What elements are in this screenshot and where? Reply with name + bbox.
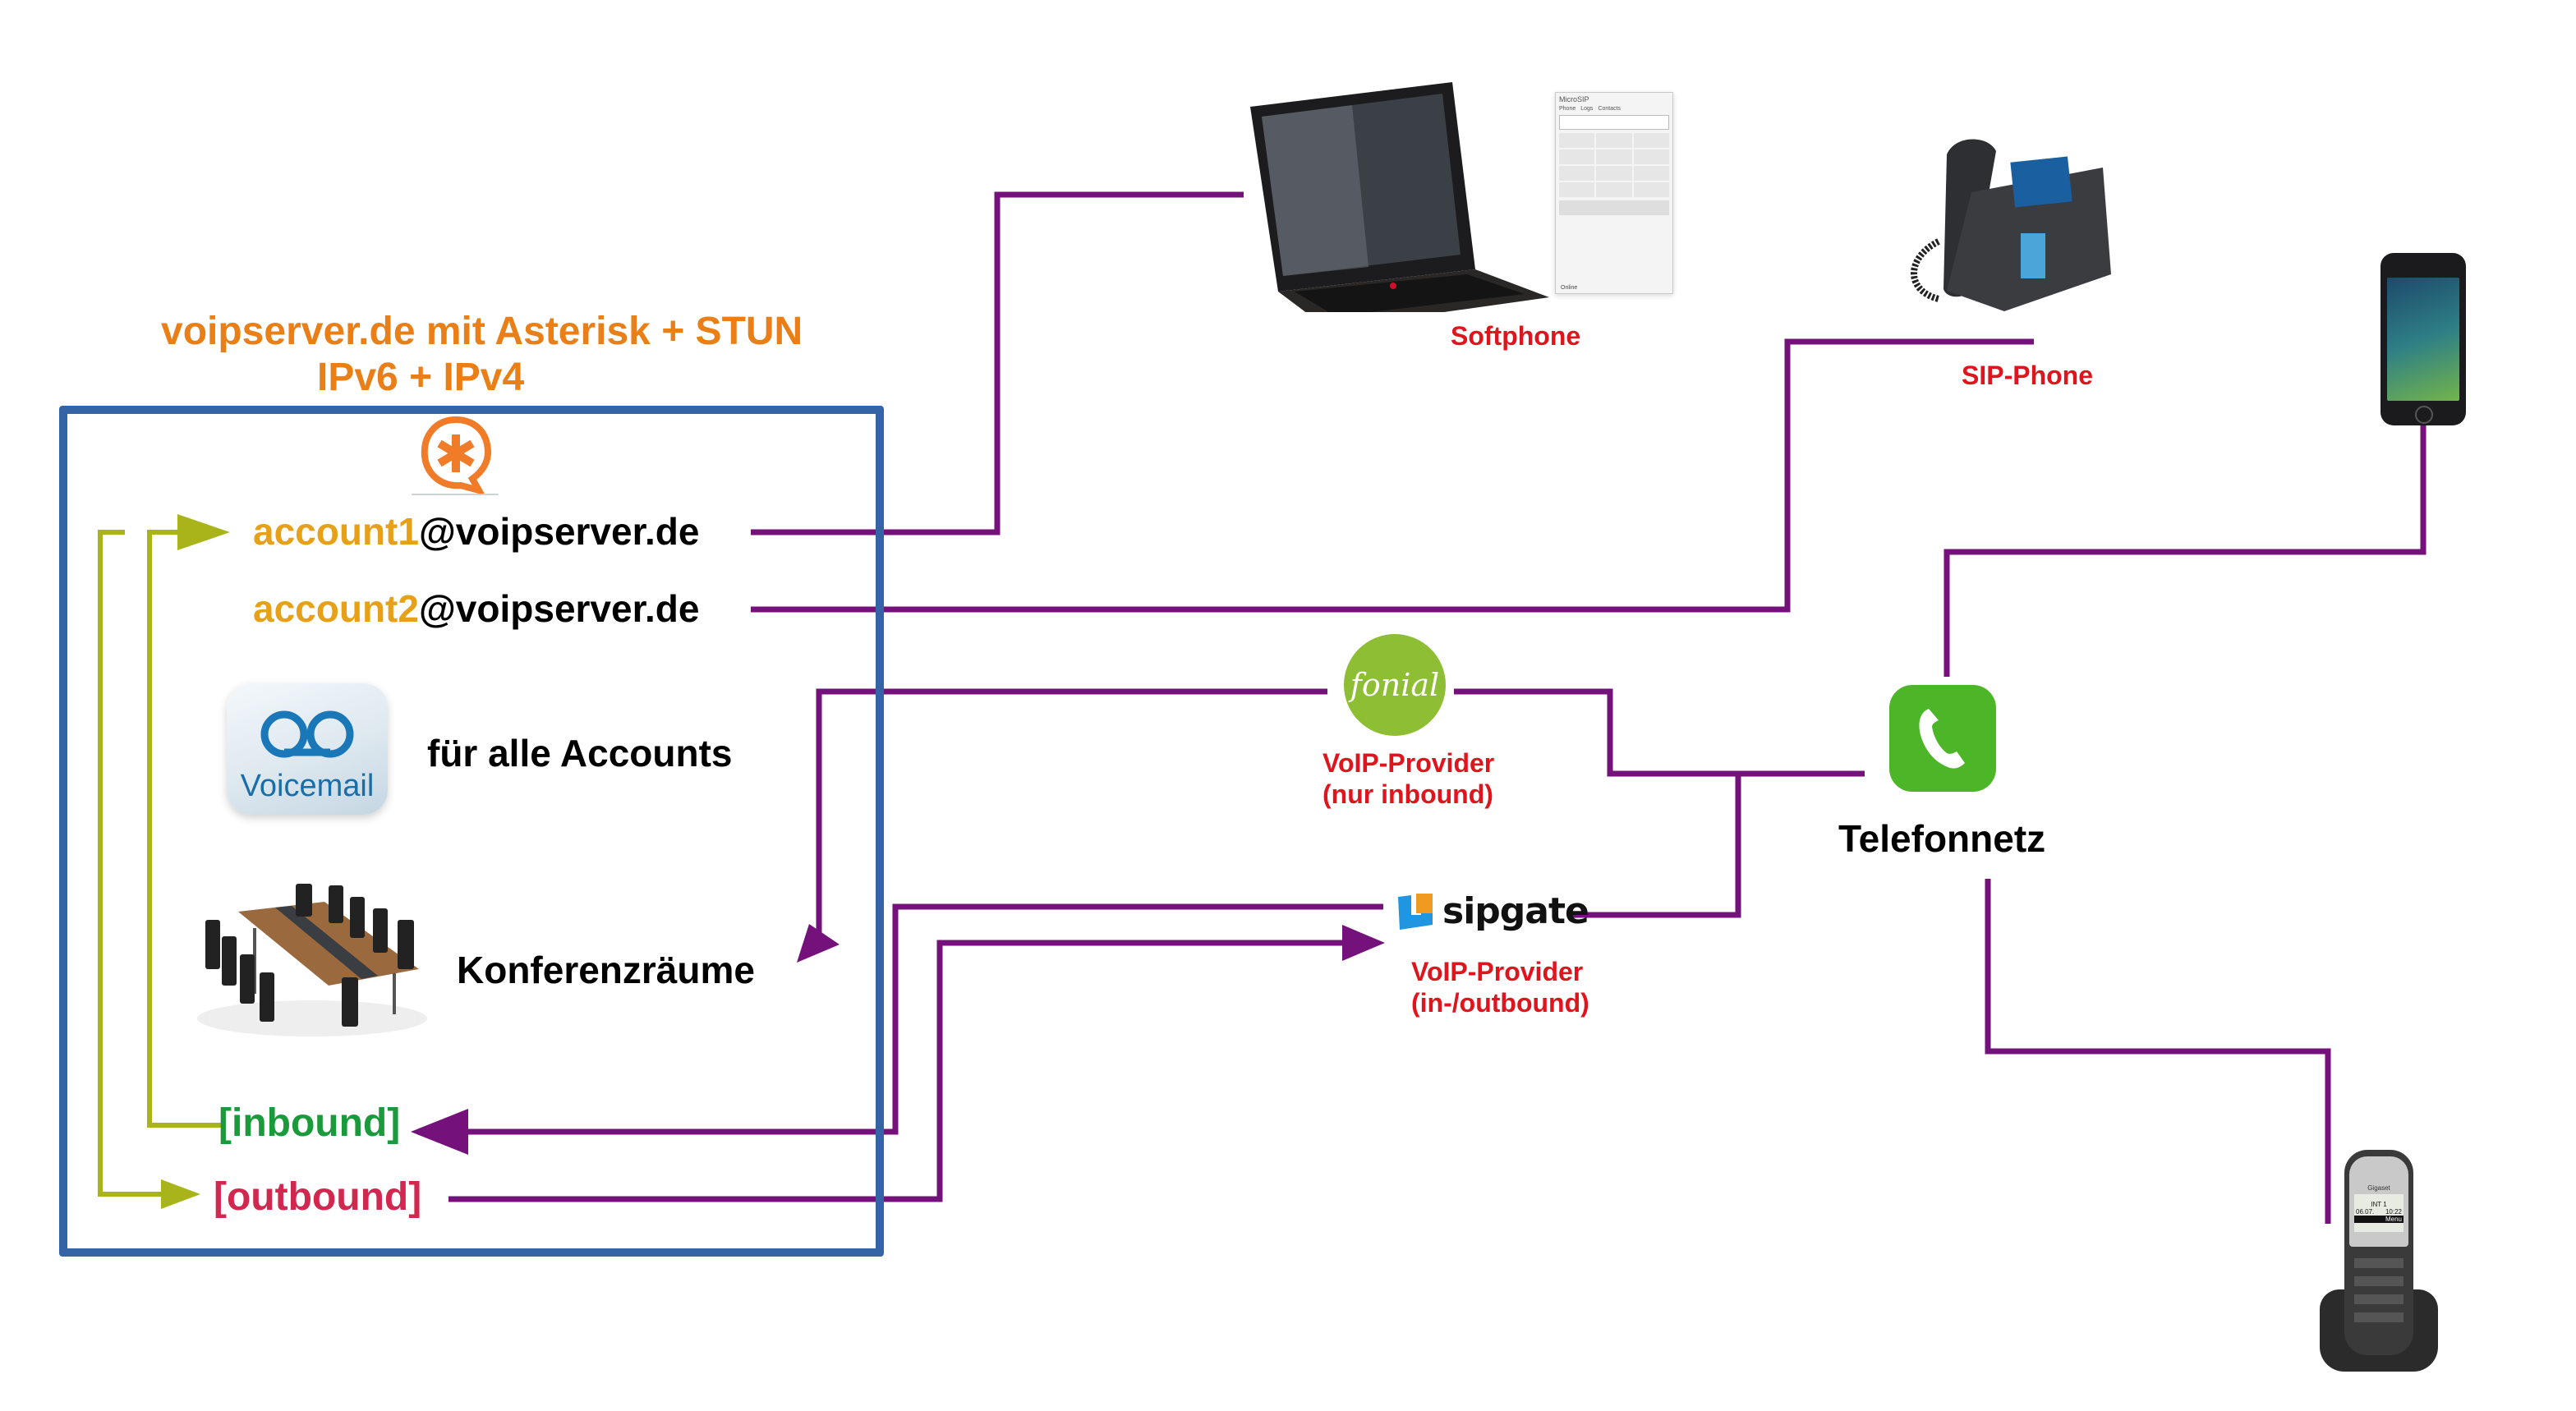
wire-telefonnetz-cordless xyxy=(1985,879,2331,1224)
wire-account1-softphone xyxy=(751,191,1244,535)
route-inbound-account1 xyxy=(147,530,222,1128)
cordless-phone-icon: Gigaset INT 1 06.07. 10:22 Menu xyxy=(2320,1150,2438,1372)
softphone-label: Softphone xyxy=(1451,321,1581,351)
cordless-screen-line1: INT 1 xyxy=(2371,1201,2387,1208)
sipgate-label-line2: (in-/outbound) xyxy=(1411,988,1589,1018)
phone-handset-icon xyxy=(1919,709,1965,769)
arrow-to-inbound xyxy=(411,1109,468,1155)
account1-prefix: account1 xyxy=(253,510,419,553)
sipgate-provider-label: VoIP-Provider (in-/outbound) xyxy=(1411,956,1589,1018)
wire-fonial-telefonnetz xyxy=(1454,688,1865,777)
sip-desk-phone-icon xyxy=(1898,135,2111,324)
conference-rooms-label: Konferenzräume xyxy=(457,949,755,991)
conference-room-icon xyxy=(181,879,435,1043)
softphone-status: Online xyxy=(1561,285,1578,291)
cordless-brand: Gigaset xyxy=(2367,1184,2390,1192)
arrow-to-sipgate xyxy=(1342,925,1385,961)
sipgate-label-line1: VoIP-Provider xyxy=(1411,957,1584,986)
asterisk-server-box xyxy=(59,406,884,1257)
arrow-to-outbound xyxy=(161,1179,200,1209)
cordless-screen-time: 10:22 xyxy=(2385,1208,2402,1216)
softphone-tab-logs: Logs xyxy=(1580,106,1594,112)
arrow-to-conference xyxy=(797,924,840,963)
voicemail-icon-label: Voicemail xyxy=(240,769,375,803)
account2-address: account2@voipserver.de xyxy=(253,586,699,631)
asterisk-logo-icon xyxy=(412,413,499,496)
softphone-tab-phone: Phone xyxy=(1559,106,1576,112)
title-line1: voipserver.de mit Asterisk + STUN xyxy=(161,310,803,353)
voicemail-icon: Voicemail xyxy=(227,683,388,815)
softphone-app-window: MicroSIP Phone Logs Contacts Online xyxy=(1555,92,1673,294)
laptop-icon xyxy=(1245,82,1549,329)
outbound-context: [outbound] xyxy=(214,1175,422,1219)
route-outbound-from-accounts xyxy=(98,530,164,1197)
arrow-to-account1 xyxy=(177,514,230,550)
fonial-provider-label: VoIP-Provider (nur inbound) xyxy=(1322,747,1494,810)
wire-account2-sip-phone xyxy=(751,338,2034,613)
fonial-label-line2: (nur inbound) xyxy=(1322,779,1493,809)
sip-phone-label: SIP-Phone xyxy=(1962,361,2094,390)
account1-domain: @voipserver.de xyxy=(418,510,700,553)
wire-fonial-conference xyxy=(816,688,1327,944)
softphone-app-title: MicroSIP xyxy=(1559,95,1589,103)
account2-domain: @voipserver.de xyxy=(418,587,700,630)
sipgate-logo-icon xyxy=(1398,893,1433,930)
fonial-label-line1: VoIP-Provider xyxy=(1322,748,1495,778)
account2-prefix: account2 xyxy=(253,587,419,630)
fonial-logo: fonial xyxy=(1344,634,1446,736)
wire-outbound-sipgate xyxy=(448,940,1347,1202)
cordless-screen-date: 06.07. xyxy=(2356,1208,2375,1216)
softphone-tab-contacts: Contacts xyxy=(1598,106,1622,112)
wire-sipgate-telefonnetz xyxy=(1569,774,1741,918)
cordless-screen-menu: Menu xyxy=(2354,1216,2404,1223)
wire-sipgate-inbound xyxy=(460,903,1383,1135)
fonial-logo-text: fonial xyxy=(1350,667,1440,703)
wire-mobile-telefonnetz xyxy=(1944,424,2426,677)
account1-address: account1@voipserver.de xyxy=(253,509,699,554)
smartphone-icon xyxy=(2380,253,2466,425)
inbound-context: [inbound] xyxy=(218,1101,401,1145)
voicemail-description: für alle Accounts xyxy=(427,732,733,774)
title-line2: IPv6 + IPv4 xyxy=(317,356,525,399)
sipgate-logo: sipgate xyxy=(1396,890,1589,932)
sipgate-logo-text: sipgate xyxy=(1442,890,1589,932)
telephone-network-icon xyxy=(1889,685,1996,792)
telephone-network-label: Telefonnetz xyxy=(1838,817,2046,860)
